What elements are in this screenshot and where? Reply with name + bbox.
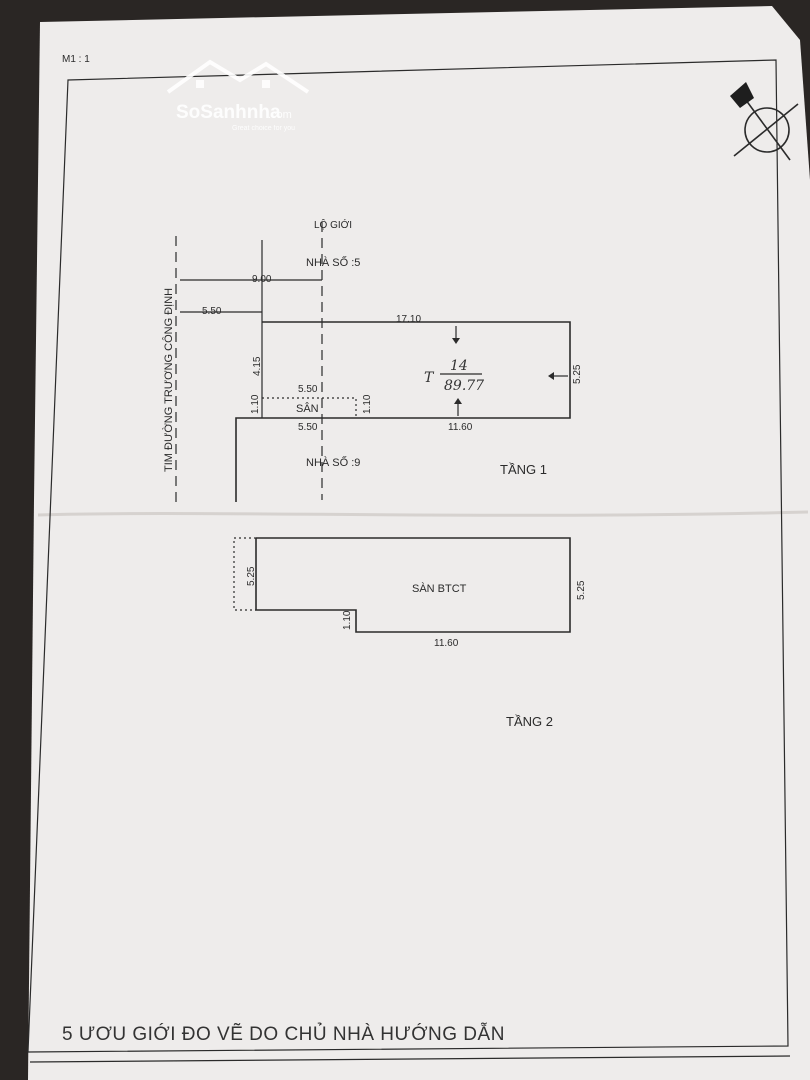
lot-outline-floor1 [235, 321, 571, 502]
dim-san-bottom: 5.50 [298, 422, 318, 433]
floor2-dim-right: 5.25 [576, 580, 587, 600]
watermark-logo: SoSanhnha .com Great choice for you [166, 59, 310, 132]
floor2-dim-left: 5.25 [246, 566, 257, 586]
dim-top-left: 9.00 [252, 274, 272, 285]
floor2-slab-label: SÀN BTCT [412, 582, 467, 595]
dim-san-top: 5.50 [298, 384, 318, 395]
north-arrow-icon [730, 82, 799, 161]
setback-label: LỘ GIỚI [314, 218, 352, 231]
floor2-dim-bottom: 11.60 [434, 638, 459, 649]
san-label: SÂN [296, 402, 319, 415]
neighbor-north-label: NHÀ SỐ :5 [306, 255, 360, 269]
dim-depth-left: 4.15 [252, 356, 263, 376]
paper-fold [37, 510, 809, 517]
floor1-title: TẦNG 1 [500, 462, 547, 477]
house-roof-icon [166, 59, 310, 94]
street-centerline-label: TIM ĐƯỜNG TRƯƠNG CÔNG ĐỊNH [162, 288, 175, 472]
watermark-domain: .com [268, 109, 292, 121]
courtyard-outline [262, 397, 357, 418]
neighbor-south-label: NHÀ SỐ :9 [306, 455, 360, 469]
dim-length: 17.10 [396, 314, 421, 325]
border-bottom-double [29, 1055, 791, 1063]
land-number: 14 [450, 358, 468, 374]
dim-san-right: 1.10 [362, 394, 373, 414]
dim-width-right: 5.25 [572, 364, 583, 384]
drawing-border [27, 59, 789, 1053]
land-area: 89.77 [444, 378, 484, 394]
dim-san-left: 1.10 [250, 394, 261, 414]
paper-sheet [28, 6, 810, 1080]
watermark-tagline: Great choice for you [232, 125, 295, 132]
dim-setback: 5.50 [202, 306, 222, 317]
corner-mark: M1 : 1 [62, 54, 90, 65]
dim-bottom: 11.60 [448, 422, 473, 433]
floor2-dim-notch: 1.10 [342, 610, 353, 630]
watermark-brand: SoSanhnha [176, 102, 281, 123]
land-label-prefix: T [424, 370, 435, 386]
slab-overhang [233, 537, 256, 611]
footer-note: 5 ƯƠU GIỚI ĐO VẼ DO CHỦ NHÀ HƯỚNG DẪN [62, 1023, 505, 1045]
floor2-title: TẦNG 2 [506, 714, 553, 729]
